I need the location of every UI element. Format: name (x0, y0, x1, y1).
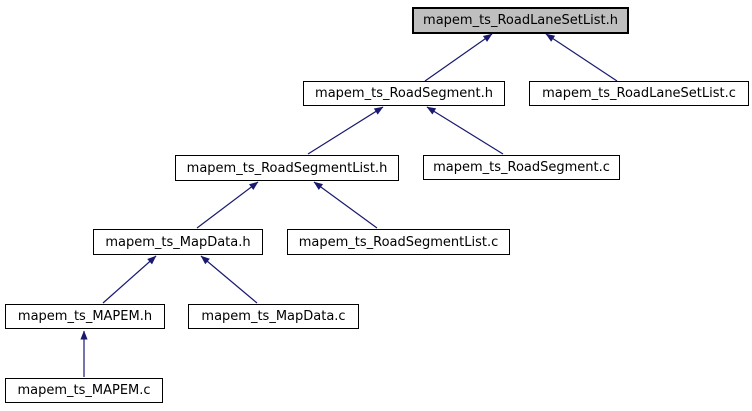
node-mapem-ts-mapem-c[interactable]: mapem_ts_MAPEM.c (5, 378, 163, 403)
node-mapem-ts-mapem-h[interactable]: mapem_ts_MAPEM.h (5, 304, 165, 329)
edge-roadlanesetlist-c-to-roadlanesetlist-h (545, 33, 618, 82)
edge-mapem-h-to-mapdata-h (102, 255, 157, 304)
edge-roadsegment-h-to-roadlanesetlist-h (424, 33, 493, 82)
edge-mapdata-h-to-roadsegmentlist-h (196, 181, 259, 229)
node-mapem-ts-roadsegmentlist-c[interactable]: mapem_ts_RoadSegmentList.c (287, 229, 510, 255)
node-mapem-ts-roadlanesetlist-h: mapem_ts_RoadLaneSetList.h (412, 7, 629, 34)
edge-mapdata-c-to-mapdata-h (200, 255, 258, 304)
edge-roadsegmentlist-h-to-roadsegment-h (307, 106, 384, 155)
node-mapem-ts-mapdata-h[interactable]: mapem_ts_MapData.h (93, 229, 263, 255)
node-mapem-ts-roadsegment-c[interactable]: mapem_ts_RoadSegment.c (423, 155, 620, 180)
node-mapem-ts-roadsegmentlist-h[interactable]: mapem_ts_RoadSegmentList.h (175, 155, 399, 181)
edge-roadsegment-c-to-roadsegment-h (426, 106, 504, 155)
node-mapem-ts-roadlanesetlist-c[interactable]: mapem_ts_RoadLaneSetList.c (529, 81, 749, 106)
node-mapem-ts-mapdata-c[interactable]: mapem_ts_MapData.c (188, 304, 359, 329)
edge-roadsegmentlist-c-to-roadsegmentlist-h (313, 181, 378, 229)
node-mapem-ts-roadsegment-h[interactable]: mapem_ts_RoadSegment.h (303, 81, 505, 106)
